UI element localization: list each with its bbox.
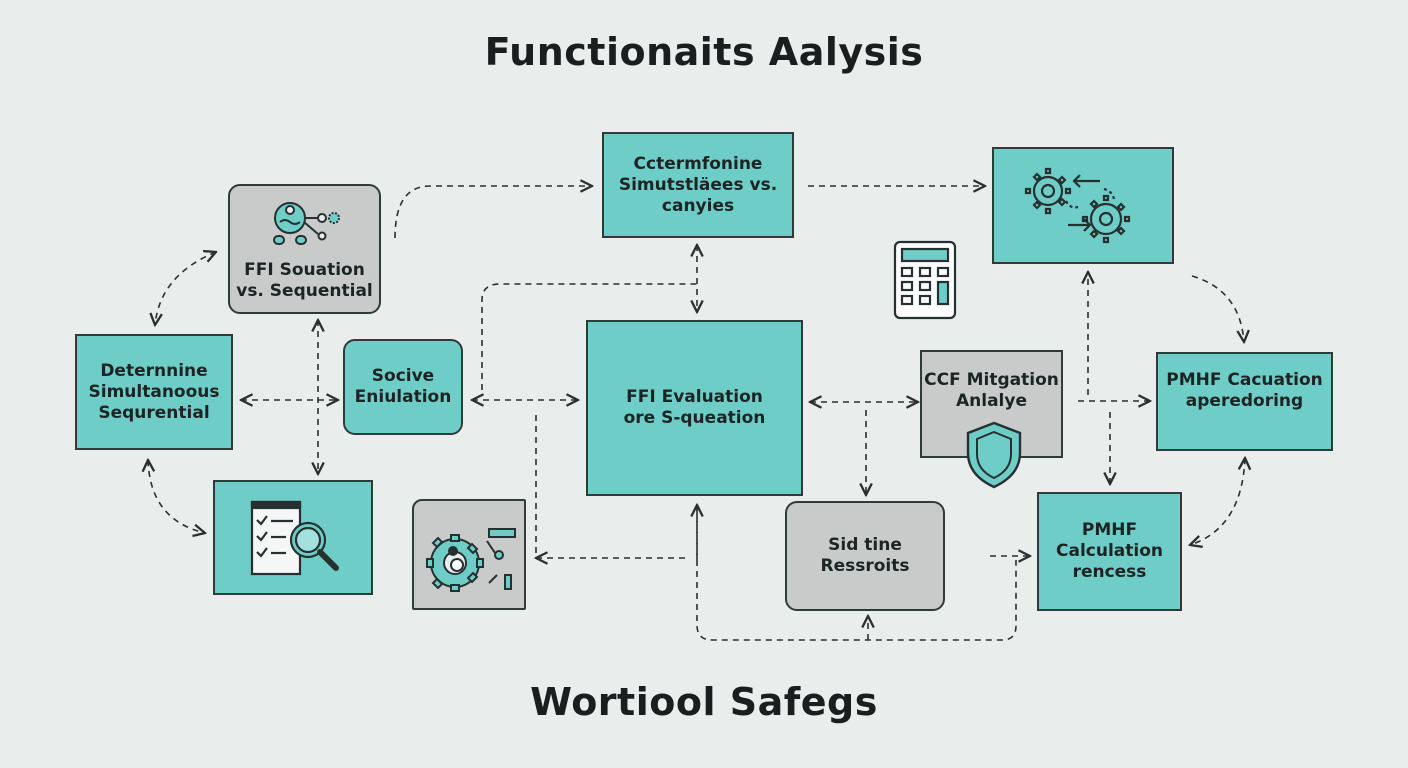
node-label-line: rencess — [1072, 562, 1147, 582]
node-label-line: Socive — [371, 366, 435, 386]
node-label-line: Simultanoous — [88, 381, 220, 402]
pmhf-calculation-top-node[interactable]: PMHF Cacuation aperedoring — [1156, 352, 1333, 451]
connector-determine-left-to-checklist — [148, 460, 205, 533]
node-label-line: Deternnine — [100, 360, 208, 381]
calculator-icon — [893, 240, 957, 320]
node-label-line: CCF Mitgation — [924, 370, 1059, 390]
node-label-line: Sequrential — [98, 402, 210, 423]
socive-node[interactable]: Socive Eniulation — [343, 339, 463, 435]
node-label-line: canyies — [661, 195, 735, 216]
pmhf-calculation-bottom-node[interactable]: PMHF Calculation rencess — [1037, 492, 1182, 611]
gear-tools-node[interactable] — [412, 499, 526, 610]
gears-exchange-node[interactable] — [992, 147, 1174, 264]
determine-left-node[interactable]: Deternnine Simultanoous Sequrential — [75, 334, 233, 450]
sid-tine-node[interactable]: Sid tine Ressroits — [785, 501, 945, 611]
ffi-situation-node[interactable]: FFI Souation vs. Sequential — [228, 184, 381, 314]
persona-network-icon — [272, 202, 340, 245]
diagram-footer-title: Wortiool Safegs — [530, 680, 878, 724]
connector-ffi-situation-to-determine-top — [394, 186, 592, 239]
connector-pmhf-top-to-pmhf-bottom — [1190, 458, 1245, 545]
gear-tools-icon — [426, 527, 516, 592]
connector-ffi-situation-to-determine-left — [155, 252, 216, 325]
ffi-evaluation-node[interactable]: FFI Evaluation ore S-queation — [586, 320, 803, 496]
determine-top-node[interactable]: Cctermfonine Simutstläees vs. canyies — [602, 132, 794, 238]
diagram-title: Functionaits Aalysis — [484, 30, 924, 74]
node-label-line: PMHF — [1081, 520, 1138, 540]
gears-exchange-icon — [1024, 167, 1131, 243]
node-label-line: aperedoring — [1185, 391, 1304, 411]
checklist-node[interactable] — [213, 480, 373, 595]
node-label-line: PMHF Cacuation — [1166, 370, 1323, 390]
node-label-line: Ressroits — [820, 556, 910, 576]
node-label-line: Cctermfonine — [633, 153, 763, 174]
node-label-line: Calculation — [1056, 541, 1163, 561]
checklist-magnifier-icon — [250, 500, 339, 575]
node-label-line: ore S-queation — [623, 408, 766, 428]
node-label-line: FFI Souation — [244, 260, 365, 280]
node-label-line: Anlalye — [956, 391, 1027, 411]
node-label-line: Eniulation — [354, 387, 452, 407]
node-label-line: FFI Evaluation — [626, 387, 763, 407]
connector-gears-to-pmhf-top — [1191, 275, 1244, 342]
node-label-line: vs. Sequential — [236, 281, 373, 301]
shield-icon — [966, 421, 1022, 489]
node-label-line: Simutstläees vs. — [618, 174, 778, 195]
node-label-line: Sid tine — [828, 535, 902, 555]
